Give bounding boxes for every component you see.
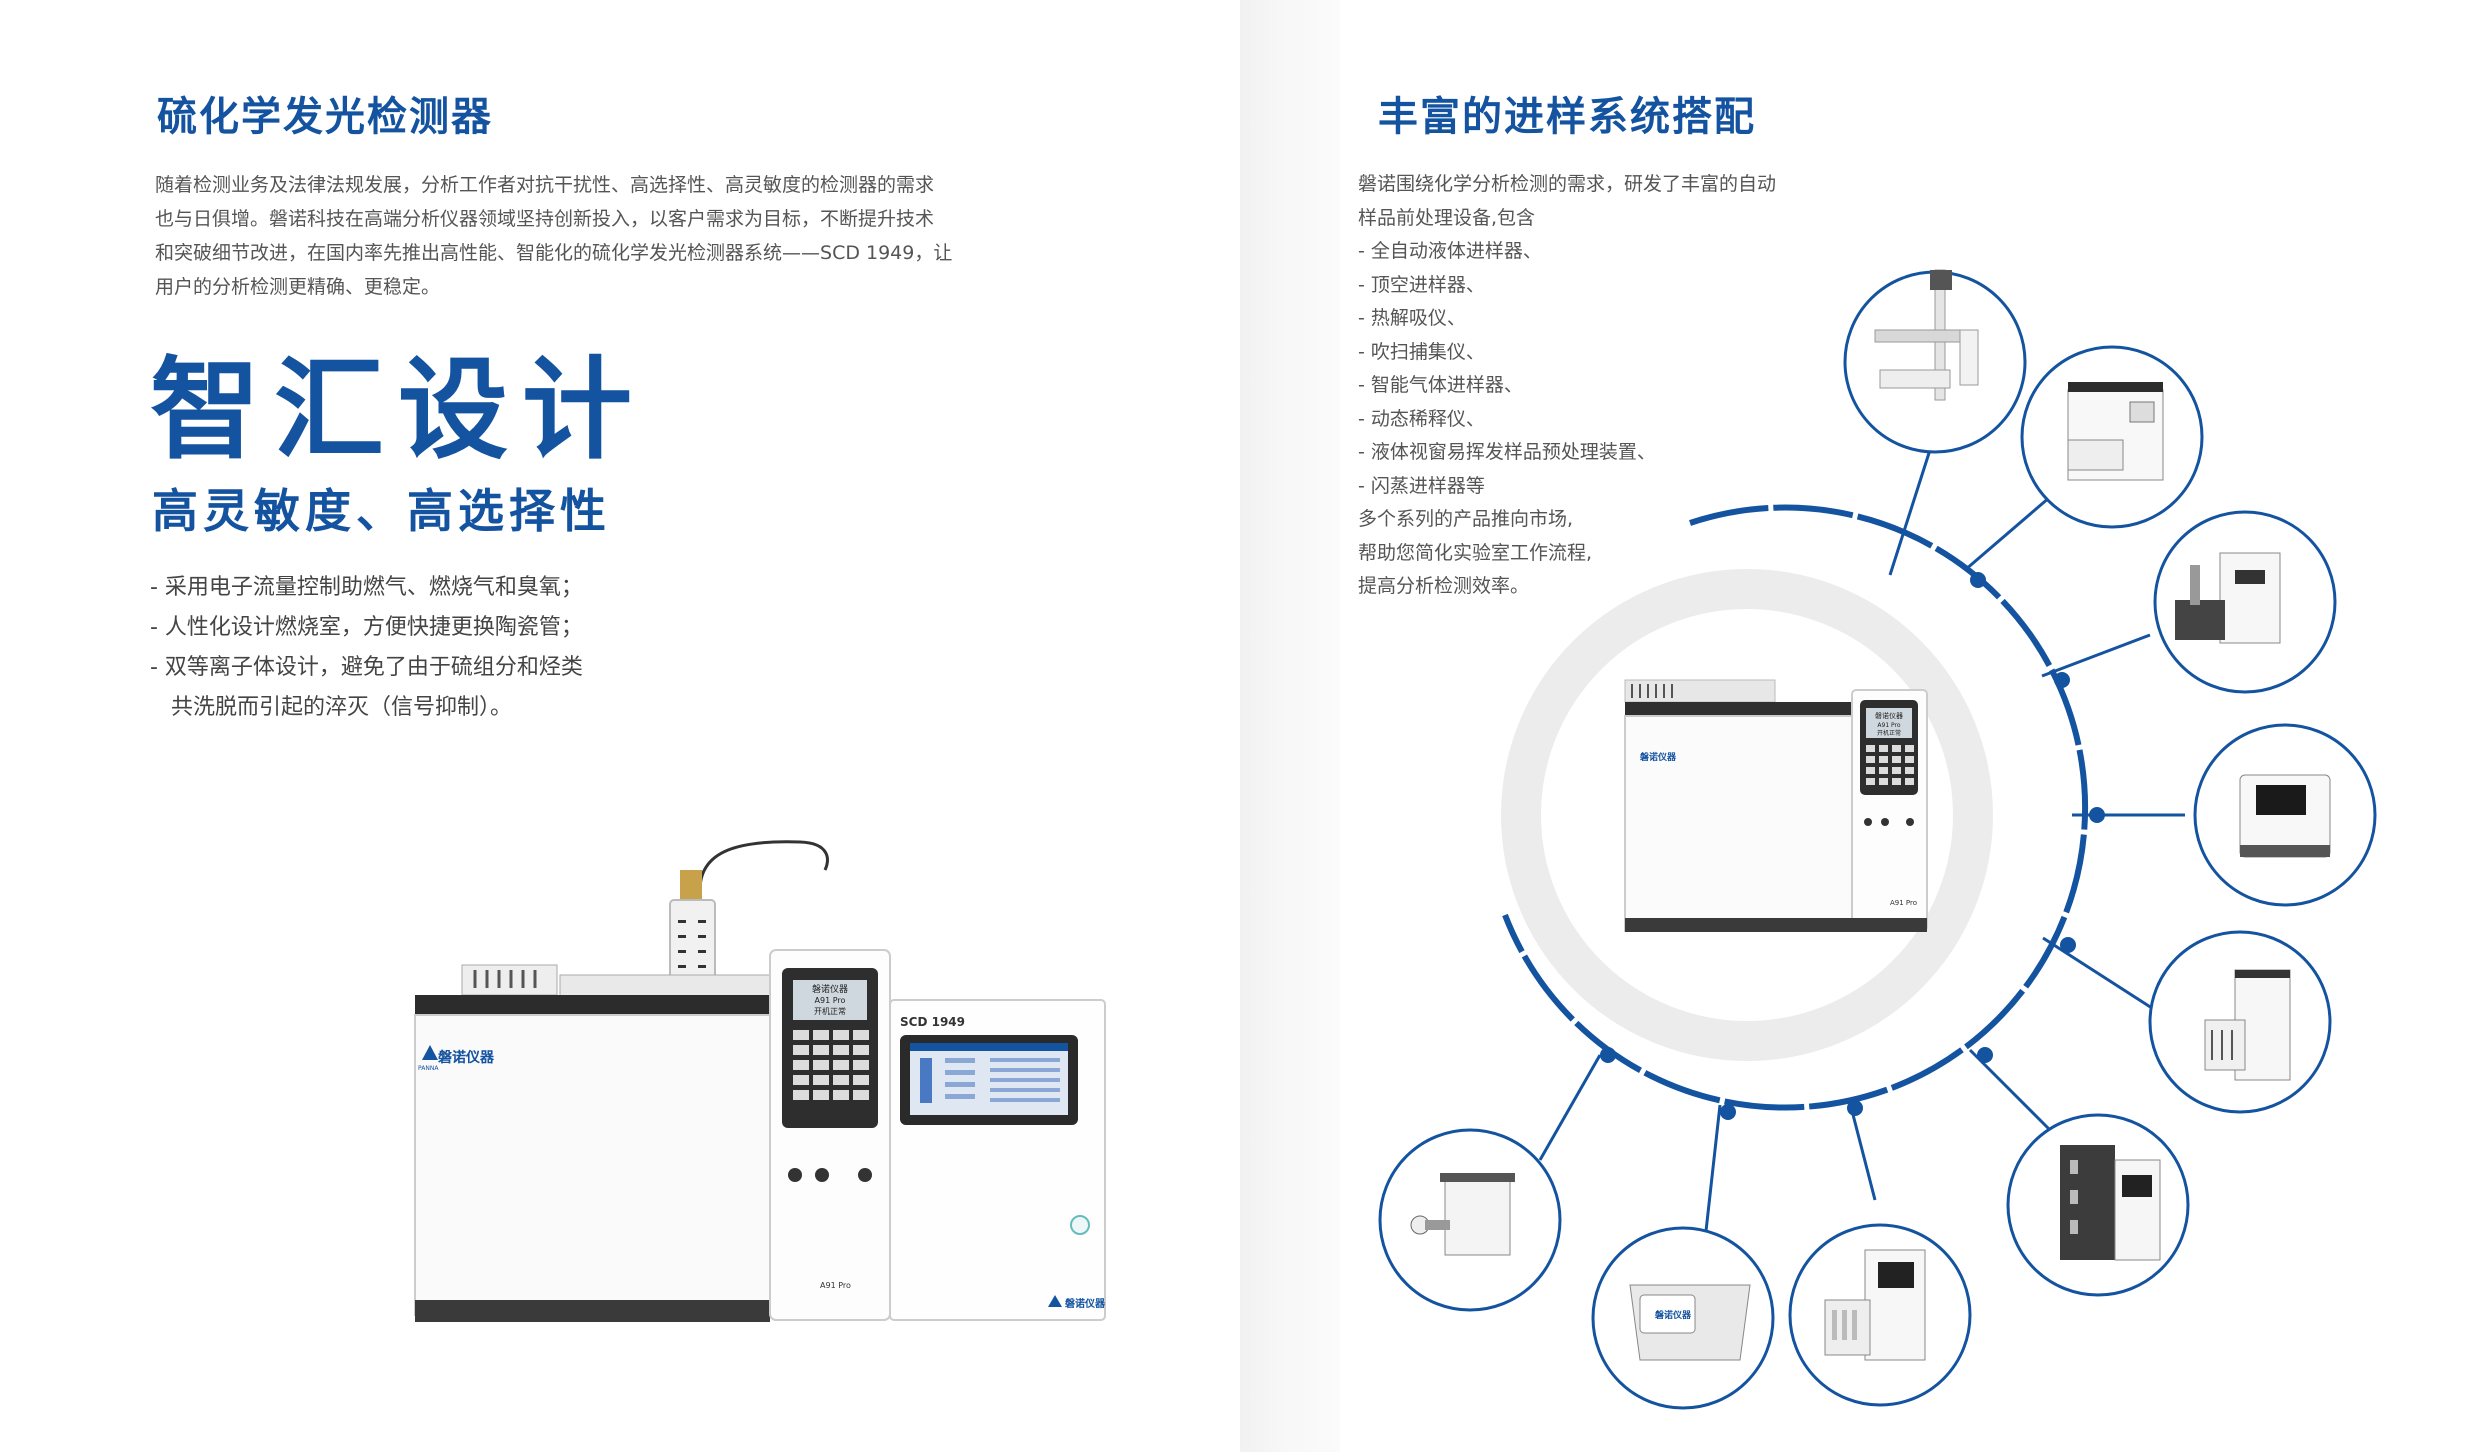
dynamic-diluter-icon xyxy=(2204,969,2291,1081)
feature-item: 共洗脱而引起的淬灭（信号抑制）。 xyxy=(150,695,512,720)
section-title-scd: 硫化学发光检测器 xyxy=(157,94,493,140)
thermal-desorber-icon xyxy=(2175,552,2281,644)
intro-line: 和突破细节改进，在国内率先推出高性能、智能化的硫化学发光检测器系统——SCD 1… xyxy=(155,242,953,264)
list-item: - 吹扫捕集仪、 xyxy=(1358,340,1485,363)
subtitle: 高灵敏度、高选择性 xyxy=(152,484,611,538)
outro-line: 提高分析检测效率。 xyxy=(1358,575,1530,597)
detector-label: SCD 1949 xyxy=(900,1015,965,1029)
gc-scd-instrument-image: 磐诺仪器 PANNA 磐诺仪器 A91 Pro 开机正常 A91 Pro SCD… xyxy=(414,840,1106,1322)
smart-gas-sampler-icon xyxy=(2239,774,2331,858)
list-item: - 智能气体进样器、 xyxy=(1358,374,1523,396)
sampler-circle-diagram: 磐诺仪器 A91 Pro 开机正常 磐诺仪器 A91 Pro xyxy=(1378,269,2377,1410)
center-keypad-line: 开机正常 xyxy=(1877,729,1901,737)
brand-en-label: PANNA xyxy=(418,1065,439,1072)
feature-item: - 双等离子体设计，避免了由于硫组分和烃类 xyxy=(150,655,583,680)
flash-sampler-icon xyxy=(1824,1249,1926,1361)
keypad-line: 开机正常 xyxy=(814,1006,846,1016)
feature-item: - 人性化设计燃烧室，方便快捷更换陶瓷管； xyxy=(150,615,583,640)
connector-arc xyxy=(1502,504,2089,1111)
list-item: - 全自动液体进样器、 xyxy=(1358,240,1542,262)
intro-line: 随着检测业务及法律法规发展，分析工作者对抗干扰性、高选择性、高灵敏度的检测器的需… xyxy=(155,174,935,196)
feature-list: - 采用电子流量控制助燃气、燃烧气和臭氧； - 人性化设计燃烧室，方便快捷更换陶… xyxy=(150,568,583,728)
purge-trap-icon xyxy=(2060,1145,2161,1261)
center-keypad-line: 磐诺仪器 xyxy=(1875,711,1903,720)
list-item: - 顶空进样器、 xyxy=(1358,273,1485,296)
scd-intro: 随着检测业务及法律法规发展，分析工作者对抗干扰性、高选择性、高灵敏度的检测器的需… xyxy=(155,168,1015,304)
intro-line: 磐诺围绕化学分析检测的需求，研发了丰富的自动 xyxy=(1358,173,1777,195)
outro-line: 多个系列的产品推向市场, xyxy=(1358,508,1574,530)
keypad-line: A91 Pro xyxy=(815,996,846,1005)
intro-line: 也与日俱增。磐诺科技在高端分析仪器领域坚持创新投入，以客户需求为目标，不断提升技… xyxy=(155,208,935,230)
outro-line: 帮助您简化实验室工作流程, xyxy=(1358,541,1593,564)
intro-line: 用户的分析检测更精确、更稳定。 xyxy=(155,276,441,298)
keypad-line: 磐诺仪器 xyxy=(812,983,848,995)
brand-label: 磐诺仪器 xyxy=(437,1049,495,1066)
list-item: - 液体视窗易挥发样品预处理装置、 xyxy=(1358,441,1656,463)
center-gc-device: 磐诺仪器 A91 Pro 开机正常 磐诺仪器 A91 Pro xyxy=(1624,679,1928,932)
liquid-autosampler-icon xyxy=(1874,269,1979,401)
list-item: - 热解吸仪、 xyxy=(1358,307,1466,329)
feature-item: - 采用电子流量控制助燃气、燃烧气和臭氧； xyxy=(150,575,583,600)
pretreatment-device-icon: 磐诺仪器 xyxy=(1629,1284,1751,1361)
sampler-list: 磐诺围绕化学分析检测的需求，研发了丰富的自动 样品前处理设备,包含 - 全自动液… xyxy=(1358,168,1776,604)
big-title: 智汇设计 xyxy=(150,346,646,474)
small-device-label: 磐诺仪器 xyxy=(1654,1309,1692,1321)
center-keypad-line: A91 Pro xyxy=(1877,722,1900,729)
scd-brand-label: 磐诺仪器 xyxy=(1065,1297,1106,1310)
thermal-cracker-icon xyxy=(1410,1173,1515,1256)
section-title-samplers: 丰富的进样系统搭配 xyxy=(1378,94,1756,140)
headspace-sampler-icon xyxy=(2067,382,2164,481)
center-model-tag: A91 Pro xyxy=(1890,899,1917,907)
list-item: - 闪蒸进样器等 xyxy=(1358,474,1485,497)
page-spine xyxy=(1240,0,1340,1452)
intro-line: 样品前处理设备,包含 xyxy=(1358,206,1536,229)
model-tag: A91 Pro xyxy=(820,1281,851,1290)
list-item: - 动态稀释仪、 xyxy=(1358,407,1485,430)
left-page: 硫化学发光检测器 随着检测业务及法律法规发展，分析工作者对抗干扰性、高选择性、高… xyxy=(0,0,1240,1452)
center-brand: 磐诺仪器 xyxy=(1639,751,1677,763)
